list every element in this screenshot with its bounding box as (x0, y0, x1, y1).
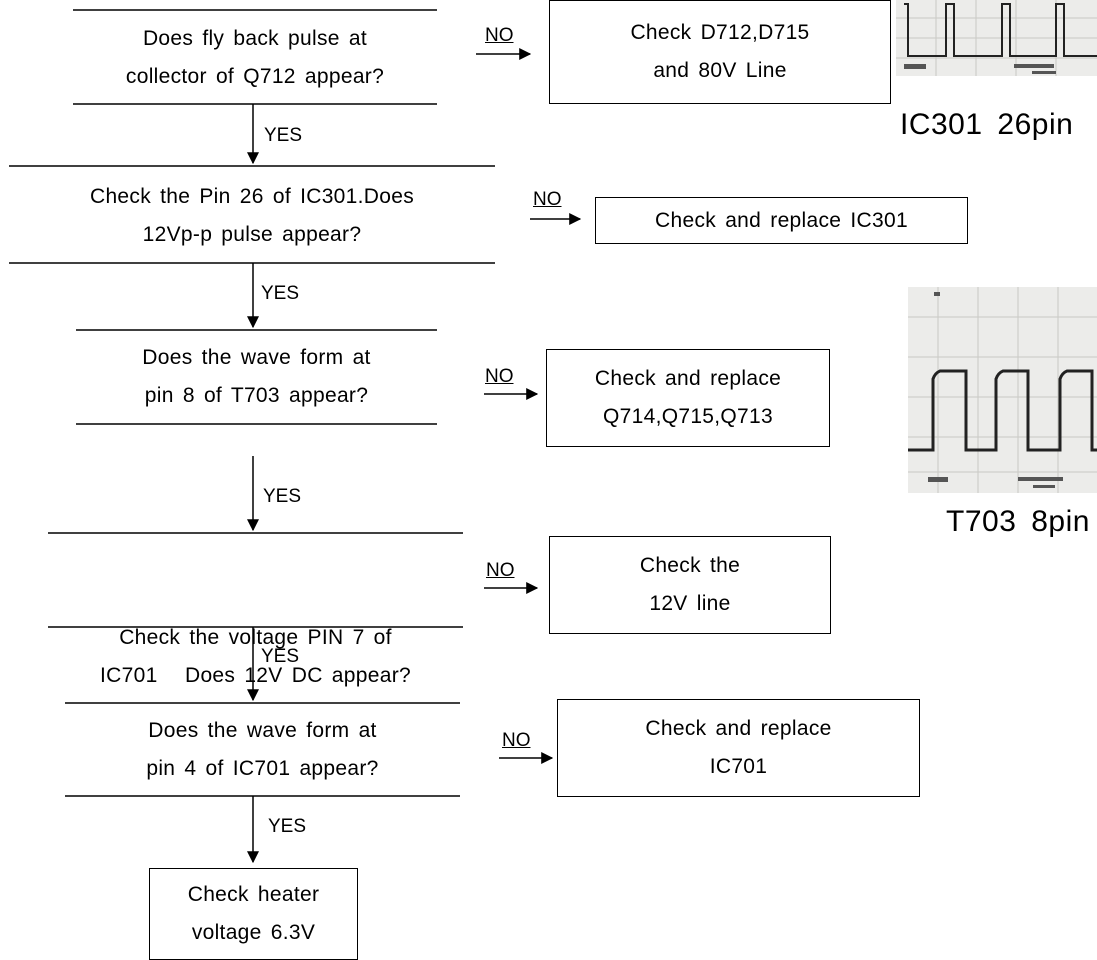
waveform-caption-ic301: IC301 26pin (900, 108, 1074, 141)
waveform-t703-image (908, 287, 1097, 493)
no-label-4: NO (486, 560, 515, 581)
no-label-1: NO (485, 25, 514, 46)
waveform-ic301-image (896, 0, 1097, 76)
yes-label-4: YES (261, 646, 300, 667)
yes-label-1: YES (264, 125, 303, 146)
no-label-3: NO (485, 366, 514, 387)
yes-label-5: YES (268, 816, 307, 837)
waveform-t703-8pin (908, 287, 1097, 493)
yes-label-2: YES (261, 283, 300, 304)
no-label-5: NO (502, 730, 531, 751)
yes-label-3: YES (263, 486, 302, 507)
no-label-2: NO (533, 189, 562, 210)
waveform-caption-t703: T703 8pin (946, 505, 1090, 538)
waveform-ic301-26pin (896, 0, 1097, 76)
action-box-2: Check and replace IC301 (595, 197, 968, 244)
